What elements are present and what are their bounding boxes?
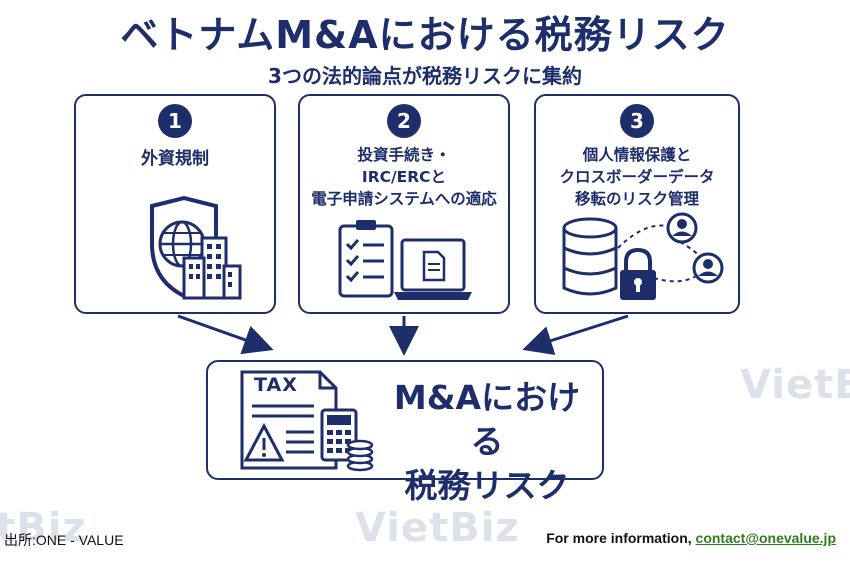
arrow-3 <box>522 314 629 355</box>
contact-info: For more information, contact@onevalue.j… <box>546 530 836 546</box>
tax-document-calculator-icon <box>240 370 374 472</box>
checklist-laptop-icon <box>338 220 472 300</box>
database-lock-users-icon <box>562 212 724 300</box>
more-info-text: For more information, <box>546 530 692 546</box>
page-title: ベトナムM&Aにおける税務リスク <box>120 13 730 57</box>
shield-globe-building-icon <box>150 196 242 300</box>
tax-label: TAX <box>254 374 298 396</box>
arrow-1 <box>177 314 274 355</box>
page-subtitle: 3つの法的論点が税務リスクに集約 <box>268 64 582 88</box>
card-label: 投資手続き・ IRC/ERCと 電子申請システムへの適応 <box>311 146 497 208</box>
watermark: VietBiz <box>355 505 520 551</box>
card-label: 外資規制 <box>141 149 209 169</box>
source-text: 出所:ONE - VALUE <box>4 532 124 548</box>
number-badge: 3 <box>620 104 654 138</box>
result-tax-risk: TAX M&Aにおける 税務リスク <box>206 360 604 505</box>
card-data-protection: 3 個人情報保護と クロスボーダーデータ 移転のリスク管理 <box>534 94 740 314</box>
contact-email-link[interactable]: contact@onevalue.jp <box>695 530 836 546</box>
card-investment-procedures: 2 投資手続き・ IRC/ERCと 電子申請システムへの適応 <box>298 94 510 314</box>
card-label: 個人情報保護と クロスボーダーデータ 移転のリスク管理 <box>559 146 715 208</box>
number-badge: 2 <box>387 104 421 138</box>
watermark: VietBiz <box>0 505 87 551</box>
result-text: M&Aにおける 税務リスク <box>393 378 581 505</box>
card-foreign-investment: 1 外資規制 <box>74 94 276 314</box>
watermark: VietBiz <box>740 362 850 408</box>
number-badge: 1 <box>158 104 192 138</box>
